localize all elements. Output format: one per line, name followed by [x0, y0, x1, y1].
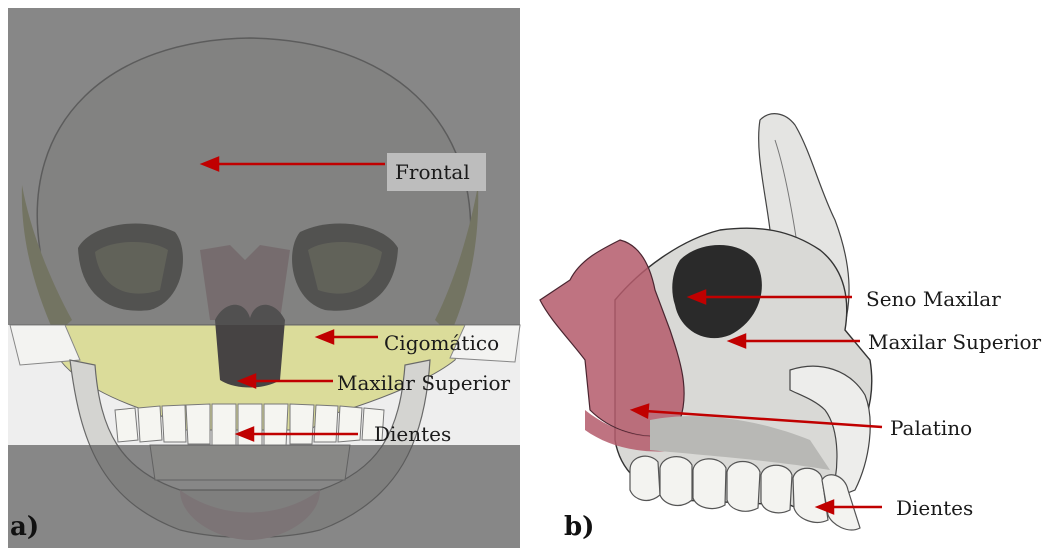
label-dientes-a: Dientes: [374, 424, 451, 444]
label-cigomatico: Cigomático: [384, 333, 499, 353]
panel-a-skull-frontal: Frontal Cigomático Maxilar Superior Dien…: [0, 0, 530, 548]
maxilla-lateral-illustration: [530, 0, 1045, 548]
skull-frontal-illustration: [0, 0, 530, 548]
label-dientes-b: Dientes: [896, 498, 973, 518]
panel-b-maxilla-lateral: Seno Maxilar Maxilar Superior Palatino D…: [530, 0, 1045, 548]
panel-letter-b: b): [564, 514, 594, 540]
label-seno-maxilar: Seno Maxilar: [866, 289, 1001, 309]
label-maxilar-superior-a: Maxilar Superior: [337, 373, 510, 393]
label-palatino: Palatino: [890, 418, 972, 438]
panel-letter-a: a): [10, 514, 39, 540]
label-maxilar-superior-b: Maxilar Superior: [868, 332, 1041, 352]
label-frontal: Frontal: [395, 162, 470, 182]
